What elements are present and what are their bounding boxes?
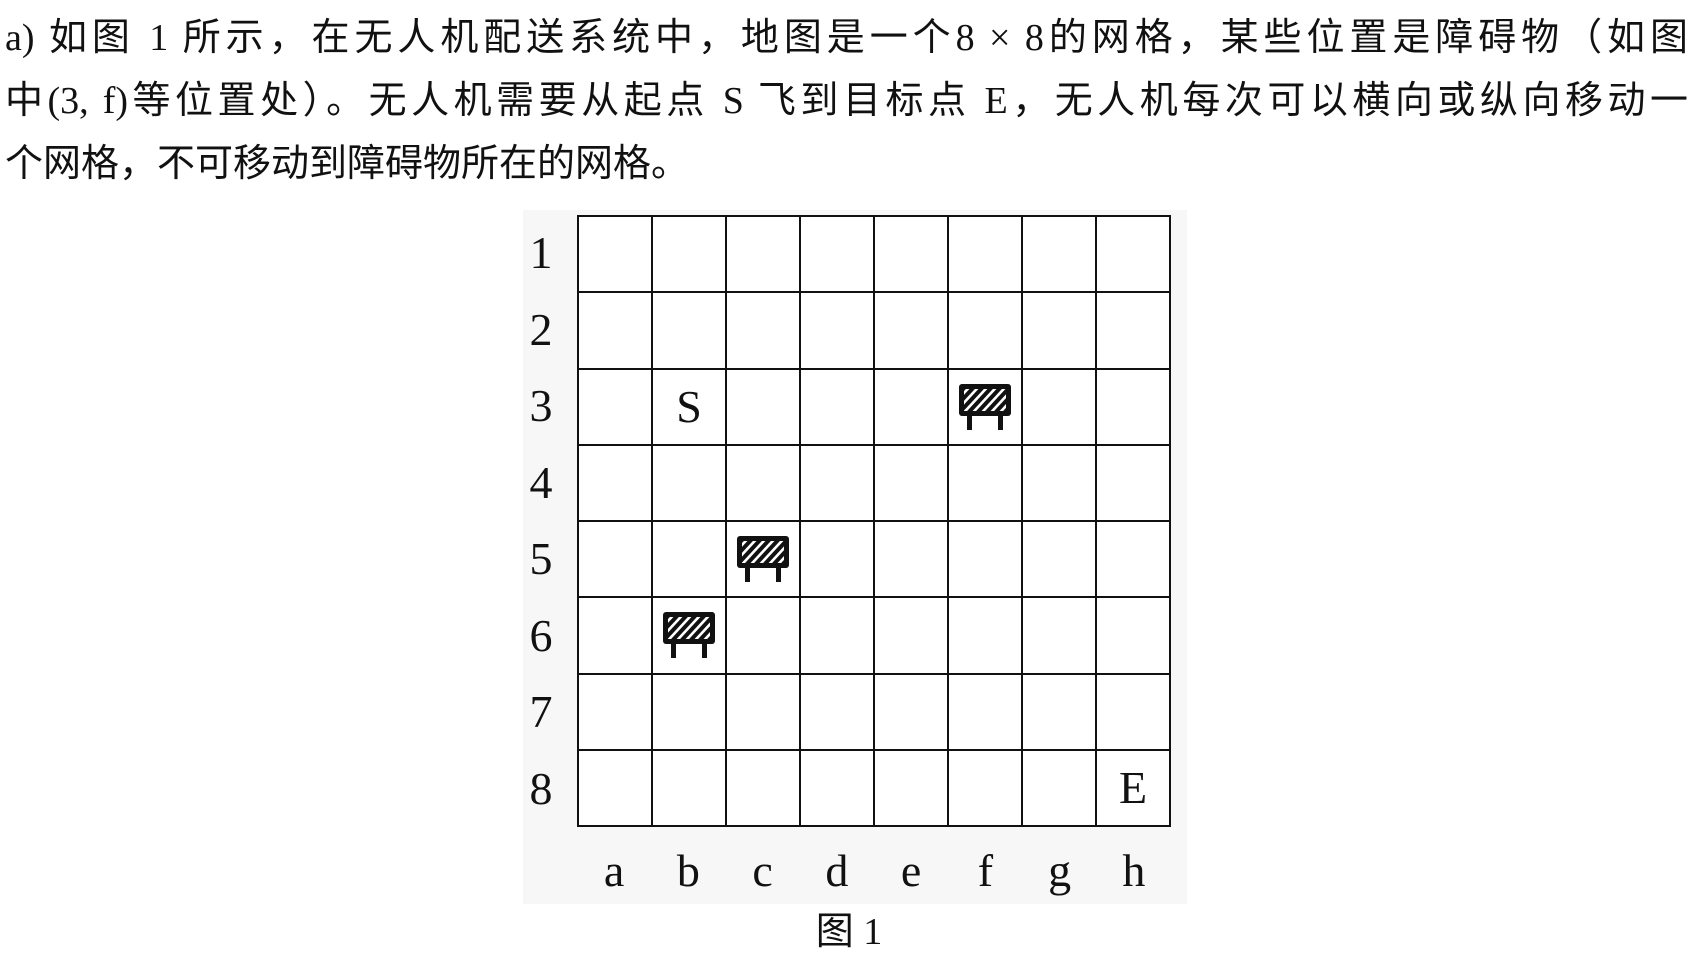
grid-cell-d1 (801, 217, 875, 294)
grid-cell-g1 (1023, 217, 1097, 294)
barrier-icon (737, 536, 789, 583)
grid-cell-e6 (875, 598, 949, 675)
grid-cell-d5 (801, 522, 875, 599)
row-label-5: 5 (529, 533, 553, 585)
grid-cell-d6 (801, 598, 875, 675)
grid-cell-e5 (875, 522, 949, 599)
column-label-b: b (676, 845, 700, 896)
grid-cell-e8 (875, 750, 949, 827)
grid-cell-h7 (1097, 674, 1171, 751)
grid-cell-a4 (579, 445, 653, 522)
row-label-6: 6 (529, 609, 553, 661)
grid-cell-b7 (653, 674, 727, 751)
grid-cell-g2 (1023, 293, 1097, 370)
barrier-icon (959, 383, 1011, 430)
column-label-h: h (1122, 845, 1146, 896)
grid-cell-f7 (949, 674, 1023, 751)
grid-cell-f5 (949, 522, 1023, 599)
grid-cell-g4 (1023, 445, 1097, 522)
row-labels: 1 2 3 4 5 6 7 8 (515, 215, 567, 827)
column-label-a: a (603, 845, 625, 896)
grid-cell-c4 (727, 445, 801, 522)
grid-cell-a3 (579, 369, 653, 446)
column-label-d: d (825, 845, 849, 896)
column-label-e: e (900, 845, 922, 896)
grid-cell-a6 (579, 598, 653, 675)
column-label-c: c (752, 845, 773, 896)
problem-text-line-1: a) 如图 1 所示，在无人机配送系统中，地图是一个8 × 8的网格，某些位置是… (5, 17, 1688, 59)
start-point-label: S (676, 380, 702, 432)
problem-text-line-2: 中(3, f)等位置处）。无人机需要从起点 S 飞到目标点 E，无人机每次可以横… (5, 80, 1688, 122)
grid-cell-h3 (1097, 369, 1171, 446)
column-label-g: g (1048, 845, 1072, 896)
row-label-2: 2 (529, 303, 553, 355)
grid-cell-f1 (949, 217, 1023, 294)
grid-cell-c6 (727, 598, 801, 675)
grid-cell-h2 (1097, 293, 1171, 370)
row-label-7: 7 (529, 686, 553, 738)
grid-cell-g6 (1023, 598, 1097, 675)
obstacle-cell-f3 (949, 369, 1023, 446)
barrier-icon (663, 612, 715, 659)
grid-cell-c2 (727, 293, 801, 370)
grid-cell-e7 (875, 674, 949, 751)
row-label-3: 3 (529, 380, 553, 432)
obstacle-cell-c5 (727, 522, 801, 599)
grid-cell-h5 (1097, 522, 1171, 599)
grid-cell-b8 (653, 750, 727, 827)
row-label-4: 4 (529, 456, 553, 508)
figure-caption: 图 1 (815, 911, 883, 953)
grid-cell-d2 (801, 293, 875, 370)
row-label-1: 1 (529, 227, 553, 279)
grid-cell-a1 (579, 217, 653, 294)
grid-cell-c8 (727, 750, 801, 827)
grid-cell-d7 (801, 674, 875, 751)
grid-cell-e3 (875, 369, 949, 446)
grid-cell-e2 (875, 293, 949, 370)
grid-cell-f2 (949, 293, 1023, 370)
grid-cell-e1 (875, 217, 949, 294)
grid-cell-d4 (801, 445, 875, 522)
problem-text-line-3: 个网格，不可移动到障碍物所在的网格。 (5, 143, 690, 185)
grid-cell-a8 (579, 750, 653, 827)
grid-cell-e4 (875, 445, 949, 522)
grid-cell-h8: E (1097, 750, 1171, 827)
grid-cell-f4 (949, 445, 1023, 522)
grid-cell-g8 (1023, 750, 1097, 827)
end-point-label: E (1118, 761, 1148, 813)
grid-cell-h4 (1097, 445, 1171, 522)
grid-cell-c3 (727, 369, 801, 446)
grid-cell-d8 (801, 750, 875, 827)
grid-cell-a2 (579, 293, 653, 370)
grid-cell-f8 (949, 750, 1023, 827)
grid-cell-g3 (1023, 369, 1097, 446)
row-label-8: 8 (529, 762, 553, 814)
column-label-f: f (977, 845, 994, 896)
grid-cell-c7 (727, 674, 801, 751)
grid-cell-b5 (653, 522, 727, 599)
grid-cell-f6 (949, 598, 1023, 675)
grid-cell-b4 (653, 445, 727, 522)
grid-cell-g7 (1023, 674, 1097, 751)
grid-cell-g5 (1023, 522, 1097, 599)
grid-cell-b1 (653, 217, 727, 294)
grid-cell-d3 (801, 369, 875, 446)
grid-cell-a5 (579, 522, 653, 599)
grid-cell-a7 (579, 674, 653, 751)
grid-cell-h6 (1097, 598, 1171, 675)
grid-cell-c1 (727, 217, 801, 294)
grid-cell-b3: S (653, 369, 727, 446)
grid-cell-b2 (653, 293, 727, 370)
obstacle-cell-b6 (653, 598, 727, 675)
grid-cell-h1 (1097, 217, 1171, 294)
